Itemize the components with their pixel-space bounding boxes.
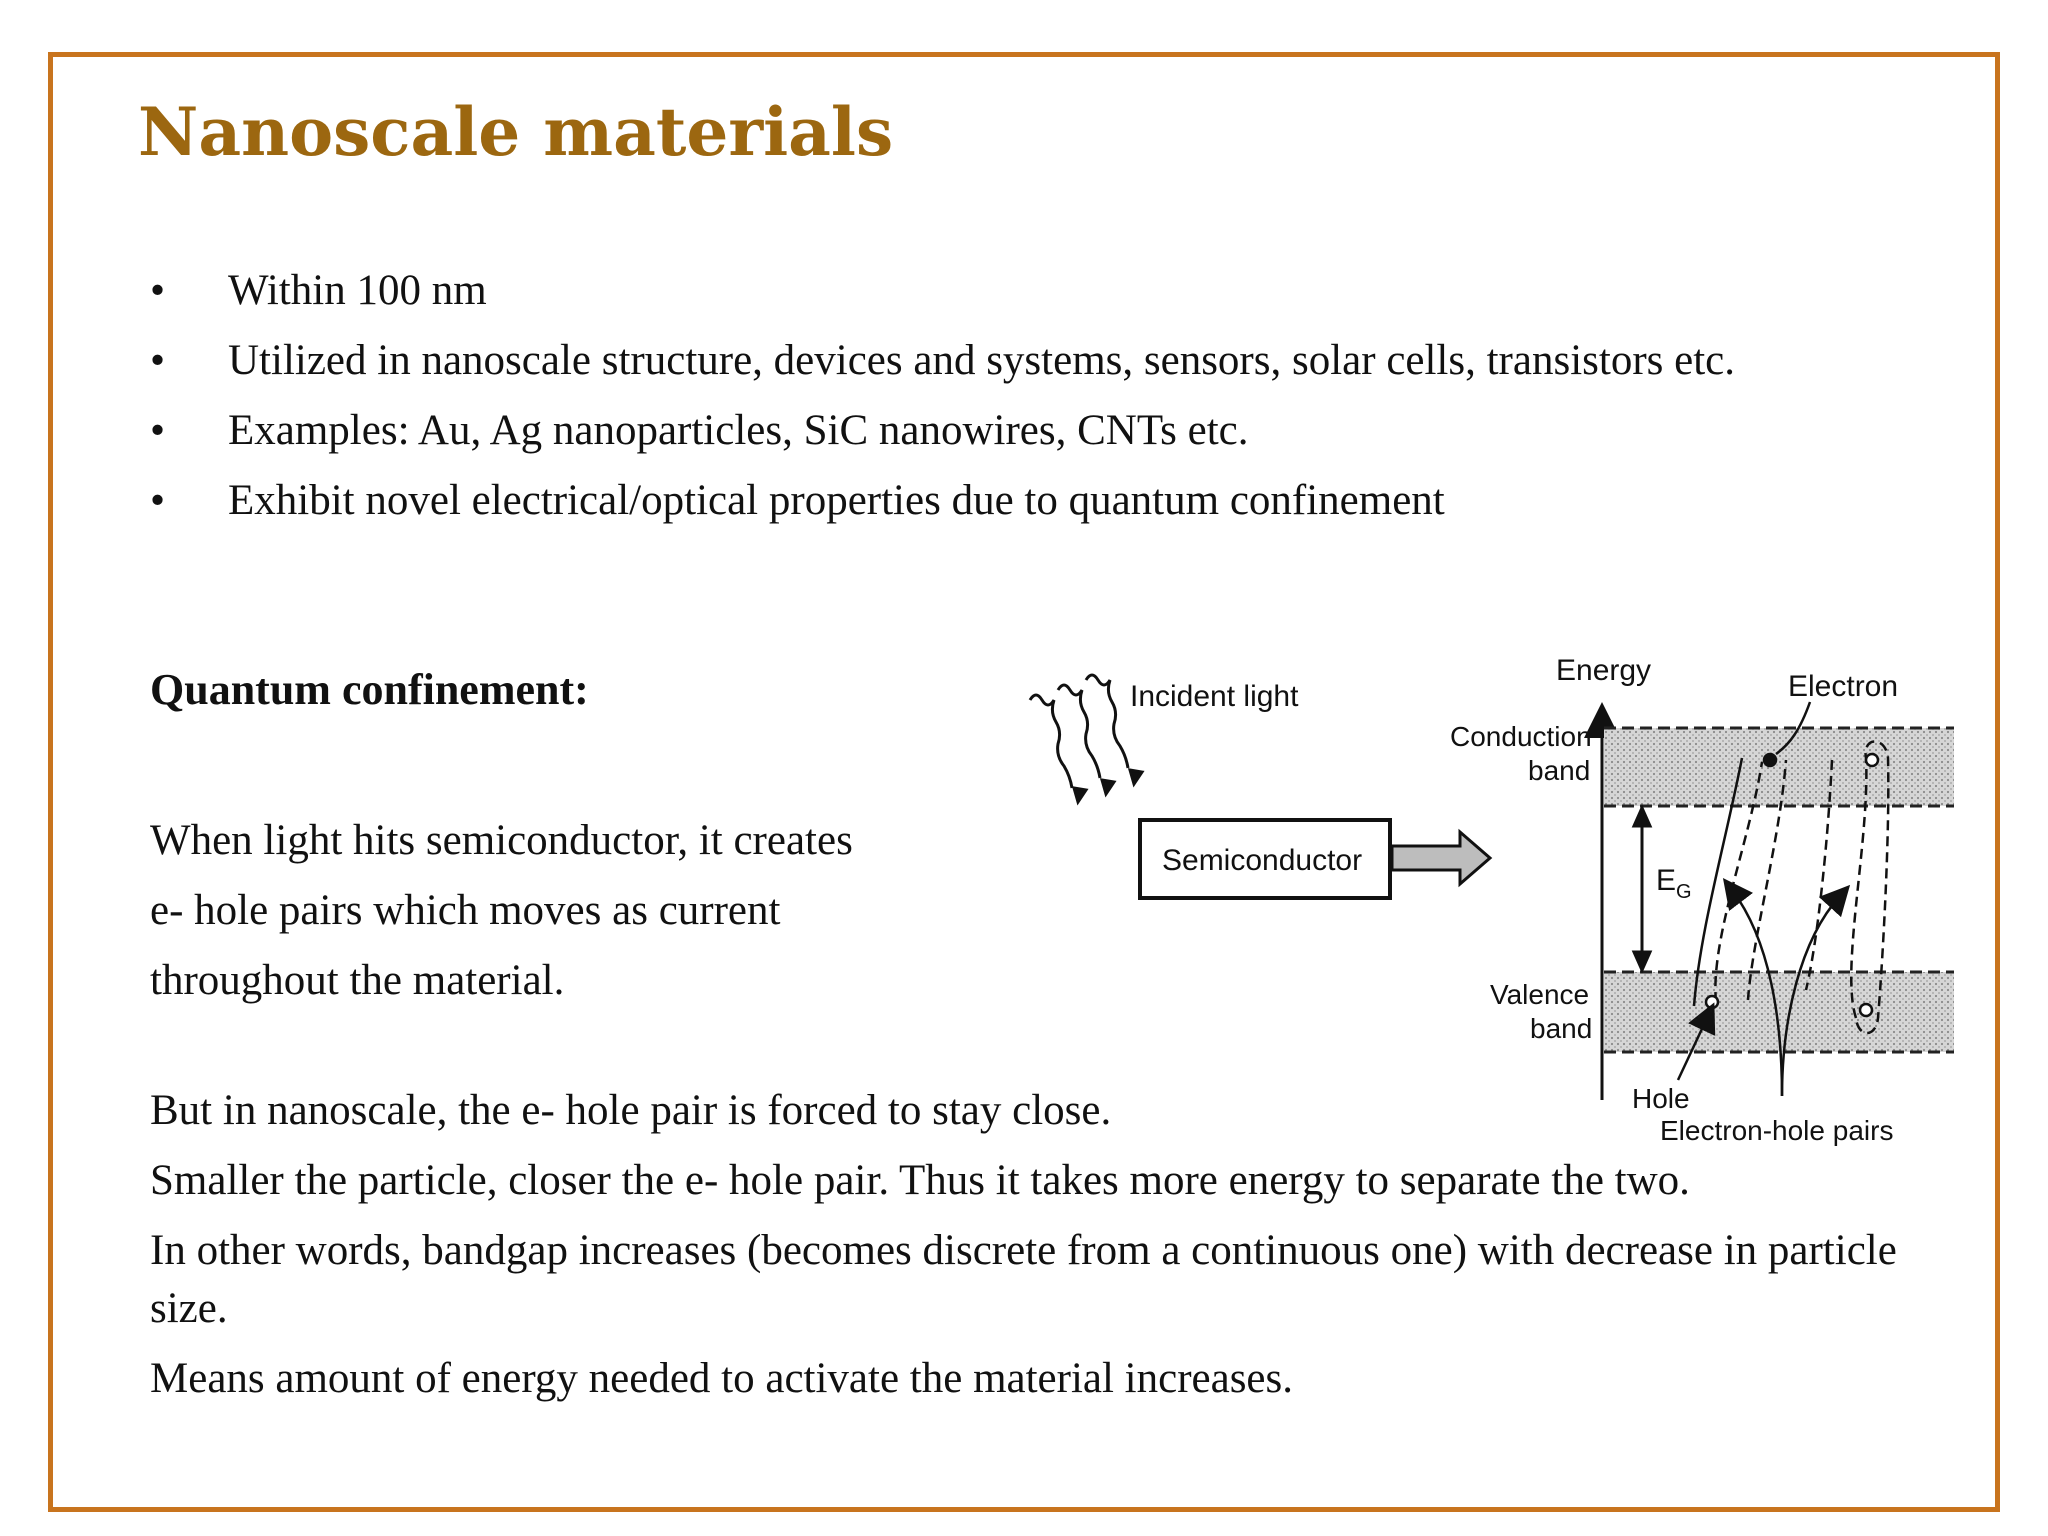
hole-pointer-icon [1676, 1002, 1716, 1081]
bullet-text: Exhibit novel electrical/optical propert… [228, 477, 1445, 524]
conduction-band-label: Conduction [1450, 721, 1592, 752]
valence-band-label: Valence [1490, 979, 1589, 1010]
band-diagram: Incident light Semiconductor Energy Elec… [1028, 654, 1954, 1146]
paragraph-line: e- hole pairs which moves as current [150, 887, 781, 934]
slide-title: Nanoscale materials [138, 93, 894, 171]
conduction-band [1604, 728, 1954, 806]
hole-label: Hole [1632, 1083, 1690, 1114]
electron-hole-pairs-label: Electron-hole pairs [1660, 1115, 1893, 1146]
bullet-item: • Exhibit novel electrical/optical proper… [150, 472, 1960, 530]
semiconductor-box [1138, 818, 1392, 900]
paragraph-line: throughout the material. [150, 957, 565, 1004]
bullet-item: • Utilized in nanoscale structure, device… [150, 332, 1960, 390]
semiconductor-label: Semiconductor [1162, 844, 1362, 877]
paragraph-line: In other words, bandgap increases (becom… [150, 1227, 1897, 1332]
incident-light-label: Incident light [1130, 680, 1299, 713]
bullet-dot: • [150, 477, 166, 524]
pairs-pointer-icon [1722, 878, 1851, 1097]
bandgap-label: EG [1656, 864, 1692, 903]
energy-label: Energy [1556, 654, 1651, 687]
bandgap-subscript: G [1676, 881, 1692, 903]
bullet-item: • Within 100 nm [150, 262, 1960, 320]
paragraph-line: When light hits semiconductor, it create… [150, 817, 853, 864]
bullet-item: • Examples: Au, Ag nanoparticles, SiC nan… [150, 402, 1960, 460]
bandgap-arrow-icon [1631, 804, 1653, 974]
electron-label: Electron [1788, 670, 1898, 703]
bullet-dot: • [150, 407, 166, 454]
valence-band-label: band [1530, 1013, 1592, 1044]
bullet-text: Utilized in nanoscale structure, devices… [228, 337, 1735, 384]
bullet-text: Within 100 nm [228, 267, 487, 314]
bandgap-symbol: E [1656, 864, 1676, 897]
output-arrow-icon [1390, 828, 1493, 888]
bullet-text: Examples: Au, Ag nanoparticles, SiC nano… [228, 407, 1249, 454]
nanoscale-paragraph: But in nanoscale, the e- hole pair is fo… [150, 1082, 1960, 1420]
paragraph-line: Smaller the particle, closer the e- hole… [150, 1157, 1690, 1204]
paragraph-line: Means amount of energy needed to activat… [150, 1355, 1294, 1402]
paragraph-line: But in nanoscale, the e- hole pair is fo… [150, 1087, 1112, 1134]
section-subheading: Quantum confinement: [150, 665, 589, 714]
bullet-dot: • [150, 337, 166, 384]
bullet-dot: • [150, 267, 166, 314]
bullet-list: • Within 100 nm • Utilized in nanoscale st… [150, 262, 1960, 542]
light-paragraph: When light hits semiconductor, it create… [150, 806, 1020, 1016]
incident-light-arrows-icon [1028, 673, 1145, 806]
conduction-band-label: band [1528, 755, 1590, 786]
electron-pointer-icon [1775, 701, 1812, 756]
